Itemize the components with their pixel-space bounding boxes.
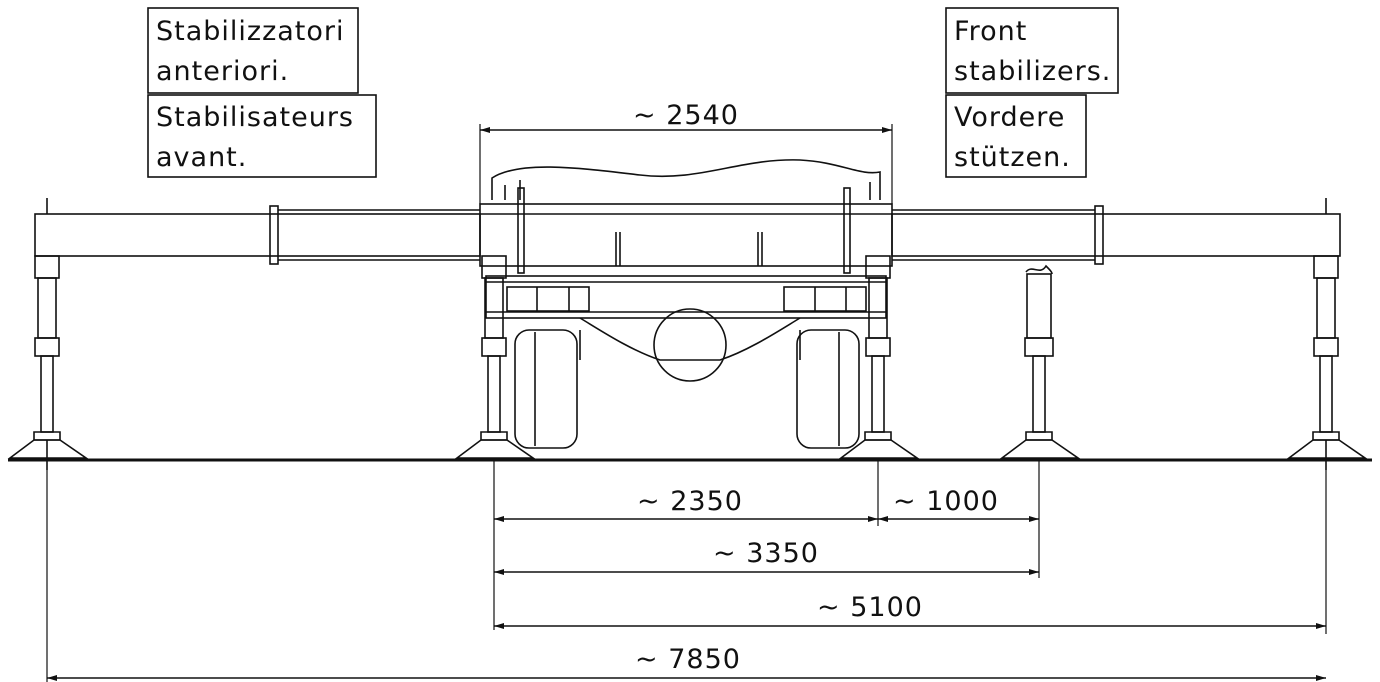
label-en-line1: Front: [954, 16, 1027, 47]
extension-lines: [46, 124, 1327, 682]
label-it-line1: Stabilizzatori: [156, 16, 345, 47]
stabilizer-leg-outer-left: [7, 198, 89, 470]
label-de-line2: stützen.: [954, 142, 1071, 173]
label-box-german: Vordere stützen.: [945, 94, 1087, 178]
label-box-italian: Stabilizzatori anteriori.: [147, 7, 359, 94]
dimension-label-3350: ~ 3350: [713, 538, 819, 569]
beam-left: [34, 205, 481, 265]
dimension-1000: ~ 1000: [878, 486, 1039, 522]
dimension-2540: ~ 2540: [480, 100, 892, 133]
label-fr-line2: avant.: [156, 142, 247, 173]
dimension-label-1000: ~ 1000: [893, 486, 999, 517]
dimension-3350: ~ 3350: [494, 538, 1039, 575]
stabilizer-leg-inner-left: [454, 255, 536, 459]
label-box-french: Stabilisateurs avant.: [147, 94, 377, 178]
dimension-7850: ~ 7850: [47, 644, 1326, 681]
dimension-label-2540: ~ 2540: [633, 100, 739, 131]
label-fr-line1: Stabilisateurs: [156, 102, 354, 133]
stabilizer-leg-front: [999, 264, 1081, 459]
dimension-2350: ~ 2350: [494, 486, 878, 522]
beam-right: [891, 205, 1341, 265]
dimension-label-2350: ~ 2350: [637, 486, 743, 517]
dimension-label-7850: ~ 7850: [635, 644, 741, 675]
dimension-label-5100: ~ 5100: [817, 592, 923, 623]
label-box-english: Front stabilizers.: [945, 7, 1119, 94]
truck-body: [479, 159, 893, 449]
label-en-line2: stabilizers.: [954, 56, 1111, 87]
stabilizer-leg-outer-right: [1286, 198, 1368, 470]
label-de-line1: Vordere: [954, 102, 1065, 133]
dimension-5100: ~ 5100: [494, 592, 1326, 629]
stabilizer-leg-inner-right: [838, 255, 920, 459]
label-it-line2: anteriori.: [156, 56, 289, 87]
